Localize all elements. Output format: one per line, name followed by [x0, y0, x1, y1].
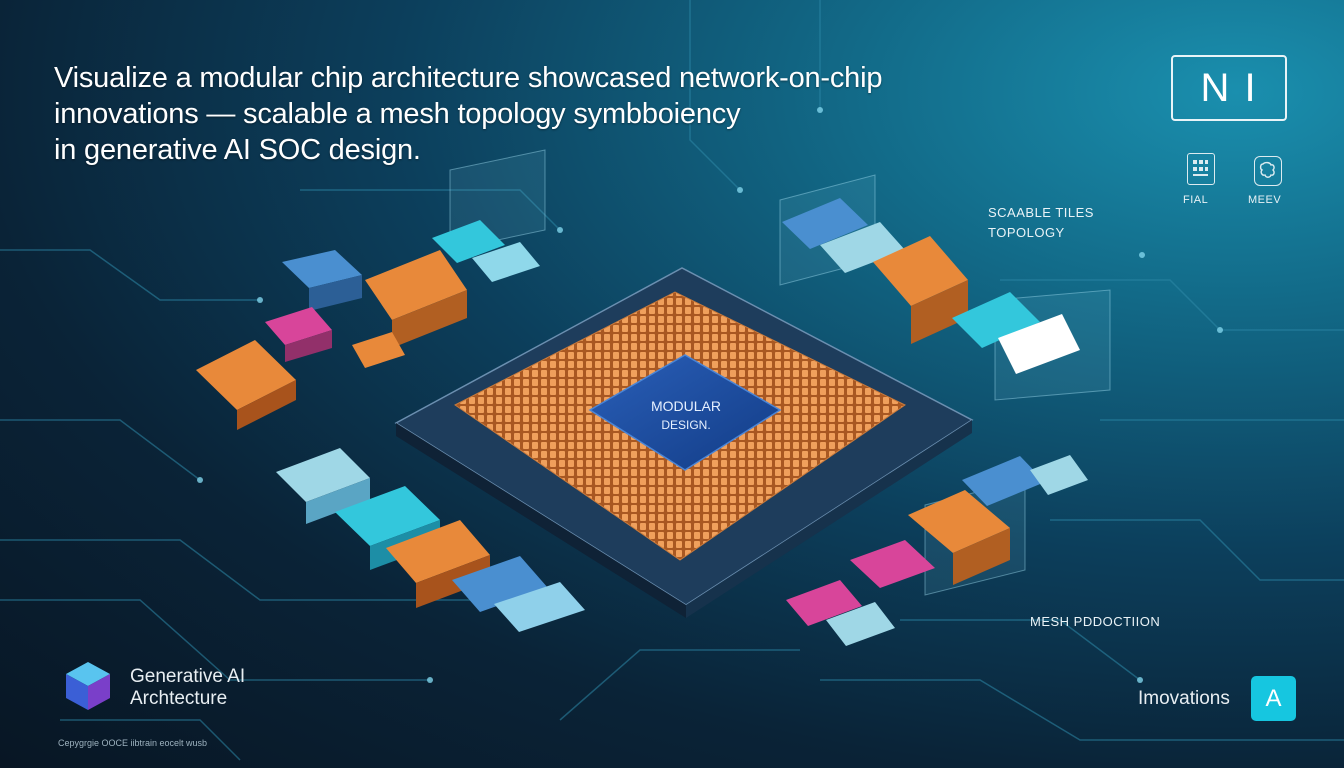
- module-tiles-bottom-right: [786, 455, 1088, 646]
- icon-label-left: FIAL: [1183, 194, 1209, 206]
- footer-brand-line-1: Generative AI: [130, 666, 246, 687]
- headline: Visualize a modular chip architecture sh…: [54, 60, 882, 168]
- module-tiles-left: [196, 220, 540, 430]
- brain-icon: [1254, 156, 1282, 186]
- badge-a: A: [1251, 676, 1296, 721]
- document-grid-icon: [1187, 153, 1215, 185]
- center-label: MODULAR DESIGN.: [596, 360, 776, 460]
- brand-logo: N I: [1171, 55, 1287, 121]
- center-label-line-1: MODULAR: [650, 398, 721, 414]
- footer-brand-line-2: Archtecture: [130, 688, 228, 709]
- label-topology: TOPOLOGY: [988, 225, 1065, 240]
- module-tiles-right: [782, 198, 1080, 374]
- label-scalable-tiles: SCAABLE TILES: [988, 205, 1094, 220]
- headline-line-3: in generative AI SOC design.: [54, 134, 421, 166]
- module-tiles-bottom-left: [276, 448, 585, 632]
- main-chip: [394, 267, 974, 618]
- copyright: Cepygrgie OOCE iibtrain eocelt wusb: [58, 738, 208, 748]
- label-mesh: MESH PDDOCTIION: [1030, 614, 1161, 629]
- headline-line-2: innovations — scalable a mesh topology s…: [54, 98, 741, 130]
- footer-innovations: Imovations: [1138, 688, 1230, 709]
- headline-line-1: Visualize a modular chip architecture sh…: [54, 62, 883, 94]
- icon-label-right: MEEV: [1248, 194, 1282, 206]
- center-label-line-2: DESIGN.: [661, 418, 711, 432]
- cube-logo-icon: [62, 658, 114, 714]
